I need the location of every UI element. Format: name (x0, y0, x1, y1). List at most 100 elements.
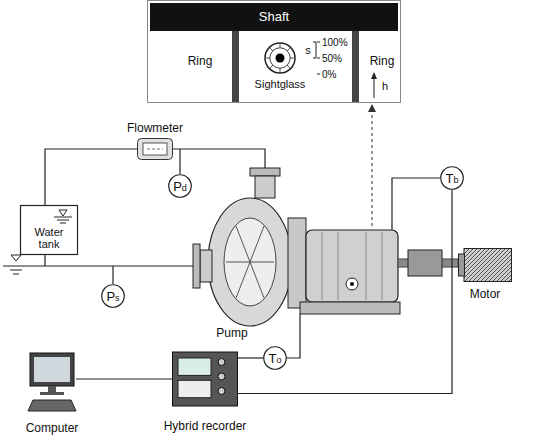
discharge-pipe (173, 149, 265, 168)
sightglass-shape (264, 42, 296, 74)
node-text: Ps (106, 290, 119, 303)
dimension-label: h (382, 80, 388, 92)
recorder-body (173, 352, 238, 406)
caption: Sightglass (255, 78, 306, 90)
sightglass-tick (287, 48, 290, 51)
sightglass-tick (280, 44, 281, 48)
pressure-gauge: Pd (168, 174, 192, 198)
suction-pipe (3, 255, 193, 266)
computer-icon-shape (28, 352, 76, 412)
suction-flange (193, 244, 200, 288)
recorder-knob (218, 388, 225, 395)
sensor-circle (441, 167, 464, 190)
scale-label: 100% (322, 37, 348, 48)
monitor (30, 353, 74, 386)
discharge-flange (250, 168, 280, 176)
sensor-circle (169, 175, 192, 198)
recorder-icon-shape (172, 350, 238, 408)
pump-foot (300, 302, 400, 314)
dimension-label: s (305, 44, 311, 56)
gauge-tap (112, 266, 113, 284)
water-level-symbol (57, 220, 69, 223)
shaft-band: Shaft (150, 3, 398, 31)
temperature-sensor: Tb (440, 166, 464, 190)
scale-tick (317, 74, 320, 75)
sightglass-tick (290, 58, 294, 59)
tank-outline (21, 206, 78, 255)
bearing-housing (306, 230, 398, 302)
monitor-screen (34, 357, 70, 382)
ring-bar (352, 31, 359, 102)
sightglass-tick (280, 68, 281, 72)
detail-arrowhead (368, 104, 376, 112)
sensor-circle (264, 347, 287, 370)
caption: Computer (26, 422, 79, 435)
recorder-knob (218, 359, 225, 366)
node-text: Water tank (26, 226, 72, 250)
water-level-symbol (11, 255, 21, 261)
ring-bar (232, 31, 239, 102)
signal-line (45, 149, 137, 205)
signal-line (238, 190, 452, 394)
part-label: Ring (370, 55, 395, 68)
pressure-gauge: Ps (101, 284, 125, 308)
caption: Flowmeter (127, 122, 183, 135)
signal-line (238, 357, 263, 358)
housing-rib (322, 232, 382, 300)
motor-box-shape (458, 248, 512, 282)
height-arrow (374, 78, 375, 98)
flowmeter-body (138, 139, 173, 160)
monitor-base (40, 392, 64, 395)
detail-arrow (372, 111, 373, 226)
flowmeter-digits (147, 149, 163, 150)
water-level-symbol (10, 270, 22, 274)
flowmeter-display (143, 143, 167, 155)
part-label: Ring (188, 55, 213, 68)
height-arrowhead (371, 72, 377, 79)
recorder-paper (178, 380, 211, 397)
scale-label: 0% (322, 69, 336, 80)
node-text: Tb (446, 172, 459, 185)
casing-cover (288, 218, 306, 308)
sightglass-dot (276, 54, 285, 63)
recorder-display (178, 358, 211, 375)
node-text: To (269, 352, 282, 365)
part-label: Pump (216, 327, 247, 340)
discharge-nozzle (255, 176, 275, 198)
sightglass-tick (270, 65, 273, 68)
scale-tick (317, 42, 320, 43)
temperature-sensor: To (263, 346, 287, 370)
signal-line (76, 378, 172, 379)
sensor-lead (287, 314, 300, 358)
oil-sightglass-dot (350, 282, 354, 286)
sightglass-rim (265, 43, 295, 73)
water-tank: Water tank (20, 205, 78, 255)
coupling (408, 250, 442, 276)
recorder-knob (218, 373, 225, 380)
gauge-tap (179, 149, 180, 174)
oil-sightglass (346, 278, 358, 290)
keyboard (28, 400, 76, 411)
caption: Motor (470, 288, 501, 301)
impeller-vane (226, 226, 274, 298)
sensor-circle (102, 285, 125, 308)
water-level-symbol (59, 210, 67, 216)
flowmeter-shape (137, 138, 173, 160)
sightglass-tick (270, 48, 273, 51)
monitor-stand (48, 386, 56, 392)
motor-body (464, 249, 512, 282)
sightglass-tick (266, 58, 270, 59)
scale-tick (317, 58, 320, 59)
motor-box: Motor (458, 248, 512, 282)
sensor-lead (392, 178, 440, 230)
scale-label: 50% (322, 53, 342, 64)
caption: Hybrid recorder (164, 420, 247, 433)
node-text: Shaft (259, 10, 289, 24)
computer-icon: Computer (28, 352, 76, 412)
impeller (224, 218, 276, 306)
inset-frame (148, 1, 401, 103)
suction-nozzle (200, 250, 212, 282)
level-bracket (313, 42, 316, 58)
motor-endcap (459, 254, 465, 276)
